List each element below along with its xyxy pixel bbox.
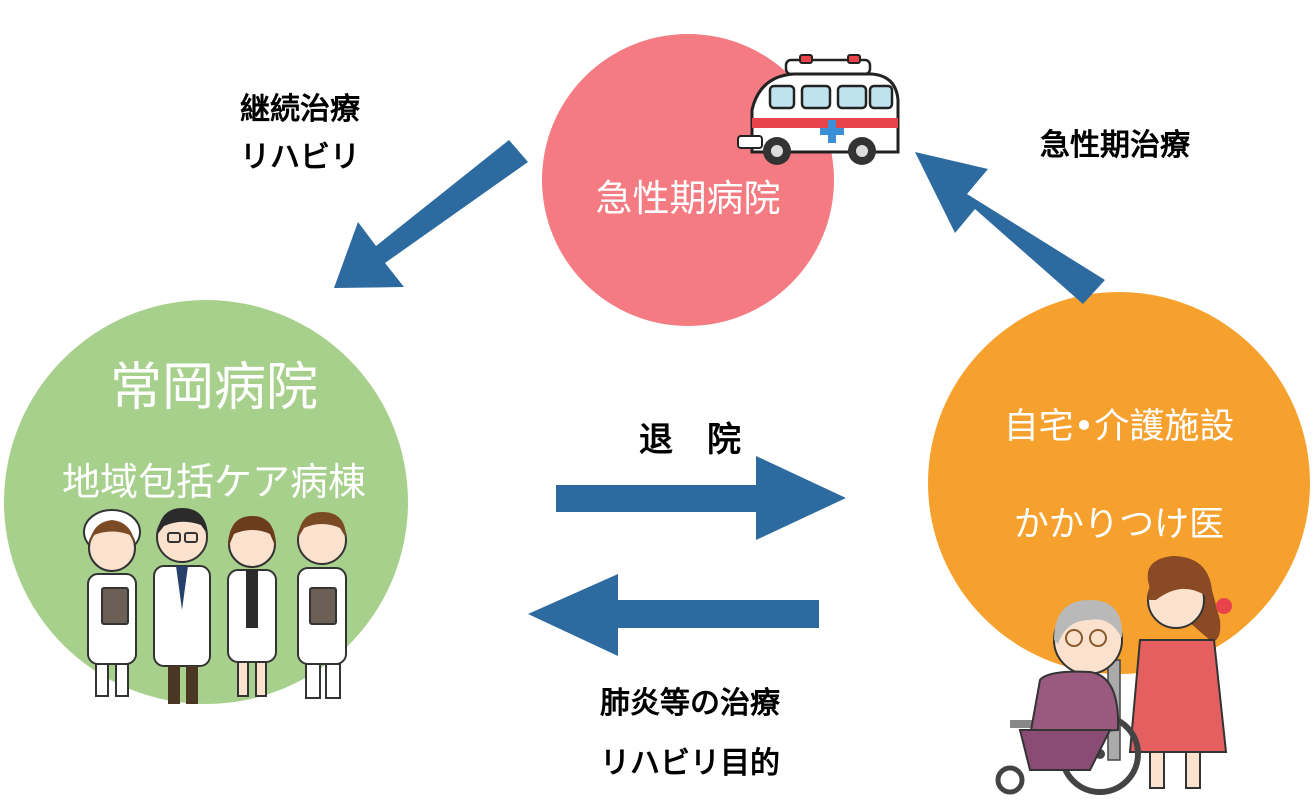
arrow-acute-to-tsuneoka — [334, 140, 528, 288]
tsuneoka-hospital-subtitle: 地域包括ケア病棟 — [61, 460, 366, 504]
home-care-node — [928, 292, 1310, 674]
edge-label-rehab-purpose: リハビリ目的 — [600, 746, 780, 781]
edge-label-pneumonia-treatment: 肺炎等の治療 — [600, 686, 780, 721]
arrow-tsuneoka-to-home — [556, 456, 846, 540]
home-care-line1: 自宅•介護施設 — [1003, 407, 1235, 447]
arrow-home-to-acute — [915, 152, 1105, 304]
tsuneoka-hospital-title: 常岡病院 — [109, 358, 318, 418]
home-care-line2: かかりつけ医 — [1013, 505, 1225, 545]
edge-label-discharge: 退 院 — [639, 420, 741, 460]
edge-label-acute-treatment: 急性期治療 — [1040, 128, 1190, 163]
acute-hospital-label: 急性期病院 — [595, 177, 781, 220]
arrow-home-to-tsuneoka — [528, 574, 819, 656]
edge-label-continued-treatment: 継続治療 — [240, 92, 360, 127]
edge-label-rehab: リハビリ — [240, 140, 360, 175]
